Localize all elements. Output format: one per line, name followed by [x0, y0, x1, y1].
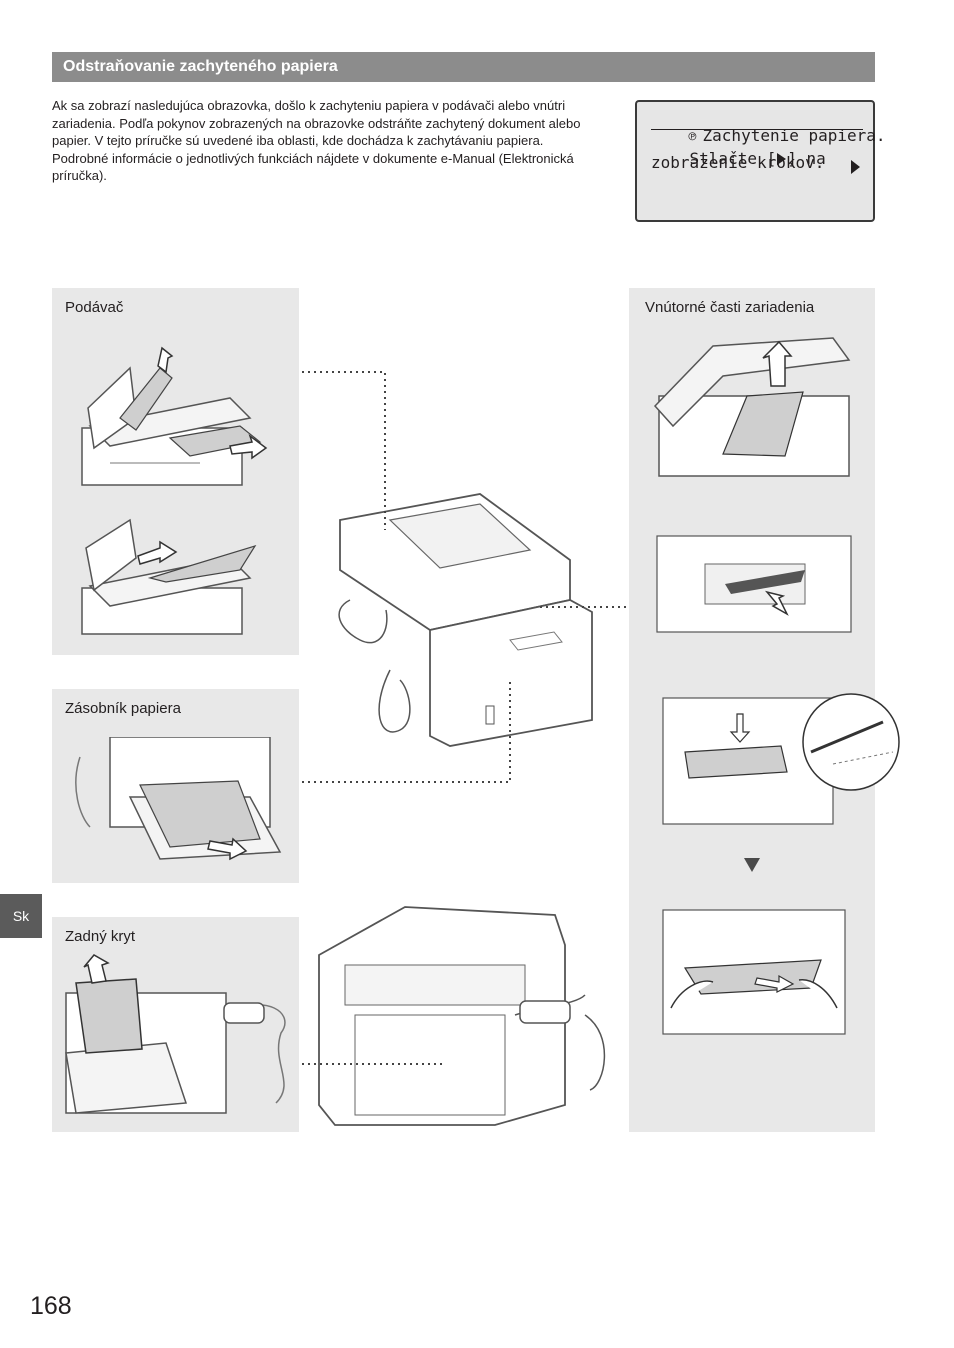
page-number: 168 [30, 1292, 72, 1320]
paper-drawer-illustration [75, 737, 282, 861]
feeder-illustration-1 [81, 346, 268, 486]
inside-illustration-3 [662, 693, 900, 825]
machine-front-illustration [338, 493, 593, 747]
panel-feeder: Podávač [52, 288, 299, 655]
panel-back-cover: Zadný kryt [52, 917, 299, 1132]
lcd-line-1-text: Zachytenie papiera. [702, 126, 886, 145]
intro-paragraph: Ak sa zobrazí nasledujúca obrazovka, doš… [52, 98, 581, 184]
language-tab: Sk [0, 894, 42, 938]
back-cover-illustration [65, 954, 286, 1114]
section-header: Odstraňovanie zachyteného papiera [52, 52, 875, 82]
right-arrow-key-icon [777, 153, 787, 165]
lcd-screen: ℗ Zachytenie papiera. Stlačte [ ] na zobra… [635, 100, 886, 222]
lcd-line-1: ℗ Zachytenie papiera. [650, 107, 886, 164]
panel-inside-label: Vnútorné časti zariadenia [645, 299, 815, 316]
panel-feeder-label: Podávač [65, 299, 124, 316]
lcd-underline [651, 129, 863, 130]
feeder-illustration-2 [81, 518, 257, 635]
panel-back-cover-label: Zadný kryt [65, 928, 136, 945]
inside-illustration-4 [662, 909, 846, 1035]
section-title: Odstraňovanie zachyteného papiera [63, 58, 338, 75]
panel-paper-drawer-label: Zásobník papiera [65, 700, 181, 717]
lcd-line-3: zobrazenie krokov. [651, 153, 825, 172]
inside-illustration-1 [653, 337, 851, 477]
next-page-arrow-icon [851, 160, 860, 174]
down-arrow-icon [744, 858, 760, 872]
lcd-line-2: Stlačte [ ] na [651, 130, 826, 187]
inside-illustration-2 [656, 535, 852, 633]
panel-inside: Vnútorné časti zariadenia [629, 288, 900, 1132]
lcd-line-2-before: Stlačte [ [689, 149, 777, 168]
machine-back-illustration [318, 906, 606, 1126]
paper-jam-icon: ℗ [688, 130, 697, 145]
panel-paper-drawer: Zásobník papiera [52, 689, 299, 883]
lcd-line-2-after: ] na [787, 149, 826, 168]
